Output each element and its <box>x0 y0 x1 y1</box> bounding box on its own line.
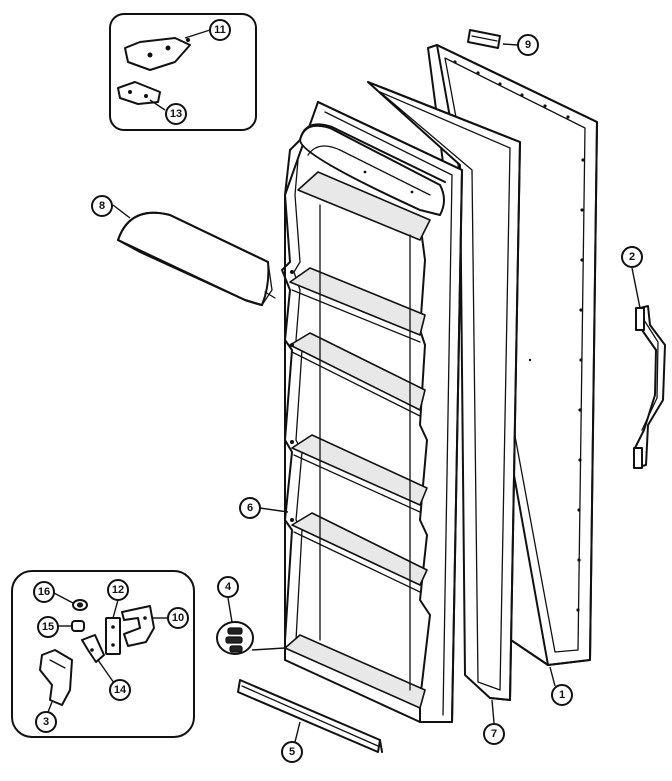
spacer-part <box>71 620 85 632</box>
angle-bracket-part <box>121 605 155 647</box>
callout-5: 5 <box>281 741 303 763</box>
curved-shelf-cover <box>117 211 276 306</box>
inset-top-hinge-box <box>109 13 257 131</box>
callout-14: 14 <box>109 679 131 701</box>
liner-shelf-2 <box>289 267 426 343</box>
callout-7: 7 <box>483 723 505 745</box>
callout-12: 12 <box>107 579 129 601</box>
callout-label: 2 <box>629 251 635 263</box>
callout-3: 3 <box>35 711 57 733</box>
callout-label: 9 <box>525 39 531 51</box>
liner-shelf-5 <box>291 512 428 593</box>
liner-shelf-3 <box>289 332 426 417</box>
callout-2: 2 <box>621 246 643 268</box>
bottom-hinge-bracket-part <box>39 649 73 706</box>
callout-label: 11 <box>214 24 226 36</box>
callout-1: 1 <box>551 684 573 706</box>
liner-bottom-bin <box>284 634 426 709</box>
callout-label: 8 <box>99 200 105 212</box>
callout-label: 13 <box>170 108 182 120</box>
callout-6: 6 <box>239 497 261 519</box>
top-cap-part <box>467 29 501 49</box>
callout-13: 13 <box>165 103 187 125</box>
callout-label: 6 <box>247 502 253 514</box>
callout-9: 9 <box>517 34 539 56</box>
liner-shelf-4 <box>291 434 428 513</box>
callout-label: 4 <box>225 581 232 593</box>
liner-shelf-1 <box>297 171 431 241</box>
callout-label: 3 <box>43 716 49 728</box>
washer-part <box>72 599 88 611</box>
panel-screw-holes <box>453 60 585 612</box>
hinge-pin-part <box>81 634 105 663</box>
callout-4: 4 <box>217 576 239 598</box>
top-hinge-part <box>124 37 191 71</box>
callout-16: 16 <box>33 581 55 603</box>
leader-lines <box>47 29 641 743</box>
hinge-pin-cluster <box>216 621 286 655</box>
hinge-shim-part <box>117 81 161 105</box>
callout-label: 10 <box>172 612 184 624</box>
inner-door-liner <box>281 101 463 723</box>
callout-label: 16 <box>38 586 50 598</box>
door-gasket-frame <box>367 81 521 701</box>
inset-bottom-hinge-box <box>11 570 195 738</box>
callout-label: 1 <box>559 689 565 701</box>
callout-label: 5 <box>289 746 295 758</box>
bottom-trim-strip <box>237 679 383 753</box>
callout-8: 8 <box>91 195 113 217</box>
door-handle <box>633 305 666 469</box>
callout-10: 10 <box>167 607 189 629</box>
callout-label: 7 <box>491 728 497 740</box>
callout-label: 12 <box>112 584 124 596</box>
hinge-plate-part <box>105 617 121 655</box>
callout-11: 11 <box>209 19 231 41</box>
callout-label: 14 <box>114 684 127 696</box>
callout-label: 15 <box>42 621 54 633</box>
callout-15: 15 <box>37 616 59 638</box>
